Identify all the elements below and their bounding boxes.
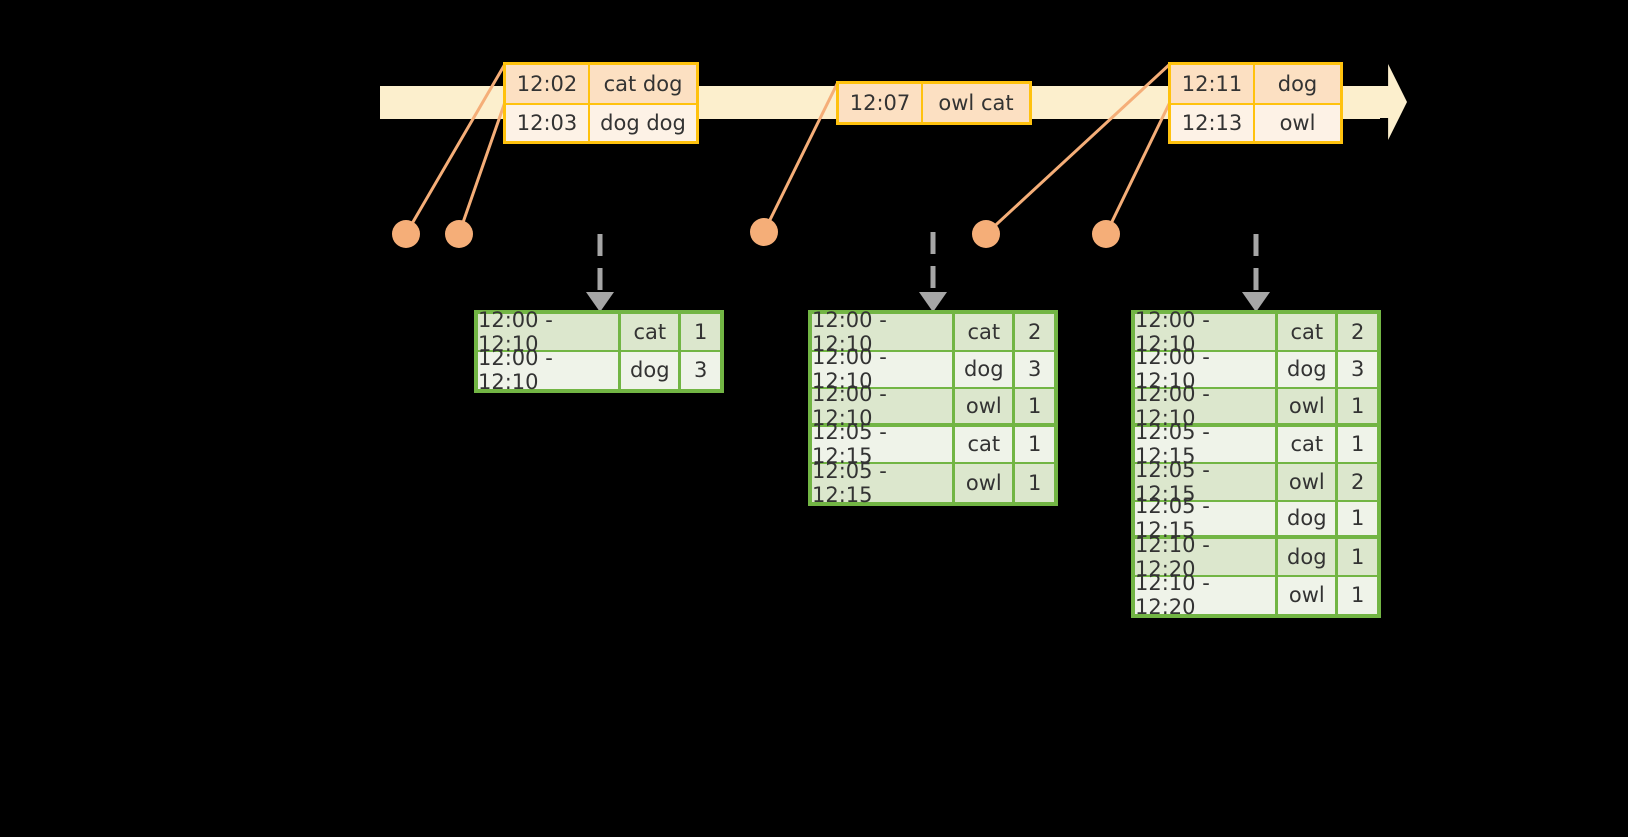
timeline-arrow-right-icon <box>1365 64 1407 140</box>
count-cell: 1 <box>1338 389 1377 427</box>
event-dot-1207 <box>750 218 778 246</box>
word-cell: owl <box>955 464 1016 502</box>
connector-line-1213 <box>1104 101 1172 235</box>
word-cell: owl <box>1278 389 1339 427</box>
word-cell: cat <box>955 426 1016 464</box>
count-cell: 3 <box>681 351 720 389</box>
count-cell: 2 <box>1015 314 1054 352</box>
event-time: 12:13 <box>1171 105 1255 141</box>
word-cell: cat <box>955 314 1016 352</box>
window-cell: 12:00 - 12:10 <box>1135 308 1279 356</box>
event-dot-1202 <box>392 220 420 248</box>
dashed-arrow-3 <box>1242 234 1270 312</box>
word-cell: dog <box>1278 501 1339 539</box>
dashed-arrow-1 <box>586 234 614 312</box>
event-words: dog dog <box>590 105 696 141</box>
event-words: dog <box>1255 65 1340 103</box>
window-cell: 12:10 - 12:20 <box>1135 571 1279 619</box>
event-words: owl <box>1255 105 1340 141</box>
word-cell: dog <box>1278 539 1339 577</box>
count-cell: 1 <box>1338 501 1377 539</box>
window-cell: 12:00 - 12:10 <box>478 346 622 394</box>
window-cell: 12:05 - 12:15 <box>812 420 956 468</box>
window-cell: 12:00 - 12:10 <box>812 308 956 356</box>
count-cell: 1 <box>681 314 720 352</box>
event-dot-1203 <box>445 220 473 248</box>
count-cell: 1 <box>1015 426 1054 464</box>
count-cell: 3 <box>1338 351 1377 389</box>
word-cell: cat <box>1278 426 1339 464</box>
count-cell: 2 <box>1338 464 1377 502</box>
word-cell: owl <box>1278 576 1339 614</box>
window-cell: 12:05 - 12:15 <box>1135 458 1279 506</box>
event-dot-1211 <box>972 220 1000 248</box>
event-time: 12:07 <box>839 84 923 122</box>
event-time: 12:03 <box>506 105 590 141</box>
count-cell: 1 <box>1338 539 1377 577</box>
word-cell: cat <box>621 314 682 352</box>
event-time: 12:11 <box>1171 65 1255 103</box>
word-cell: cat <box>1278 314 1339 352</box>
count-cell: 1 <box>1338 426 1377 464</box>
word-cell: dog <box>955 351 1016 389</box>
window-cell: 12:00 - 12:10 <box>1135 382 1279 430</box>
count-cell: 2 <box>1338 314 1377 352</box>
count-cell: 1 <box>1338 576 1377 614</box>
word-cell: owl <box>955 389 1016 427</box>
event-words: owl cat <box>923 84 1029 122</box>
event-words: cat dog <box>590 65 696 103</box>
event-dot-1213 <box>1092 220 1120 248</box>
word-cell: dog <box>621 351 682 389</box>
count-cell: 3 <box>1015 351 1054 389</box>
count-cell: 1 <box>1015 464 1054 502</box>
window-cell: 12:00 - 12:10 <box>1135 345 1279 393</box>
window-cell: 12:05 - 12:15 <box>812 459 956 507</box>
window-cell: 12:05 - 12:15 <box>1135 494 1279 542</box>
connector-line-1203 <box>457 101 507 235</box>
event-time: 12:02 <box>506 65 590 103</box>
count-cell: 1 <box>1015 389 1054 427</box>
word-cell: owl <box>1278 464 1339 502</box>
word-cell: dog <box>1278 351 1339 389</box>
window-cell: 12:00 - 12:10 <box>812 382 956 430</box>
dashed-arrow-2 <box>919 232 947 312</box>
